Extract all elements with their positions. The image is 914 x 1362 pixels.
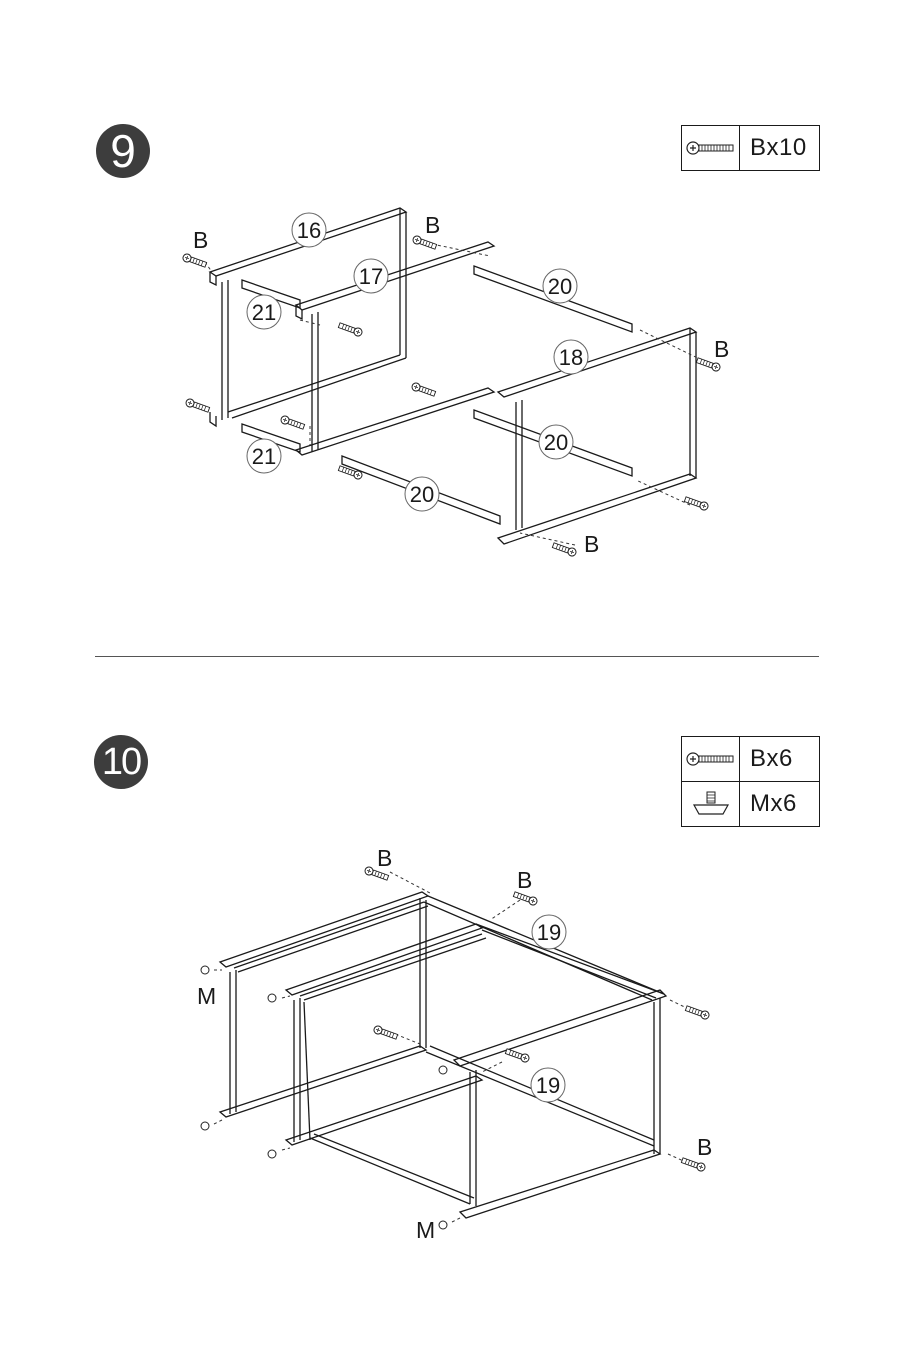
part-number-label: 20 <box>544 430 568 455</box>
part-number-label: 20 <box>548 274 572 299</box>
part-number-label: 19 <box>537 920 561 945</box>
part-number-label: 20 <box>410 482 434 507</box>
part-number-label: 21 <box>252 444 276 469</box>
step-9-illustration: 16 17 20 21 18 20 21 20 B B B B <box>182 208 729 557</box>
hardware-label: B <box>377 845 392 871</box>
part-number-label: 16 <box>297 218 321 243</box>
assembled-frame <box>220 892 666 1218</box>
hardware-label: B <box>425 212 440 238</box>
hardware-label: M <box>197 983 216 1009</box>
hardware-label: M <box>416 1217 435 1243</box>
part-number-label: 18 <box>559 345 583 370</box>
hardware-label: B <box>714 336 729 362</box>
hardware-label: B <box>697 1134 712 1160</box>
hardware-label: B <box>193 227 208 253</box>
part-number-label: 17 <box>359 264 383 289</box>
hardware-label: B <box>584 531 599 557</box>
frame-17 <box>296 242 494 455</box>
hardware-label: B <box>517 867 532 893</box>
part-number-label: 19 <box>536 1073 560 1098</box>
step-10-illustration: 19 19 B B M B M <box>197 845 712 1243</box>
leveling-feet <box>201 966 447 1229</box>
part-number-label: 21 <box>252 300 276 325</box>
frame-18 <box>498 328 696 544</box>
